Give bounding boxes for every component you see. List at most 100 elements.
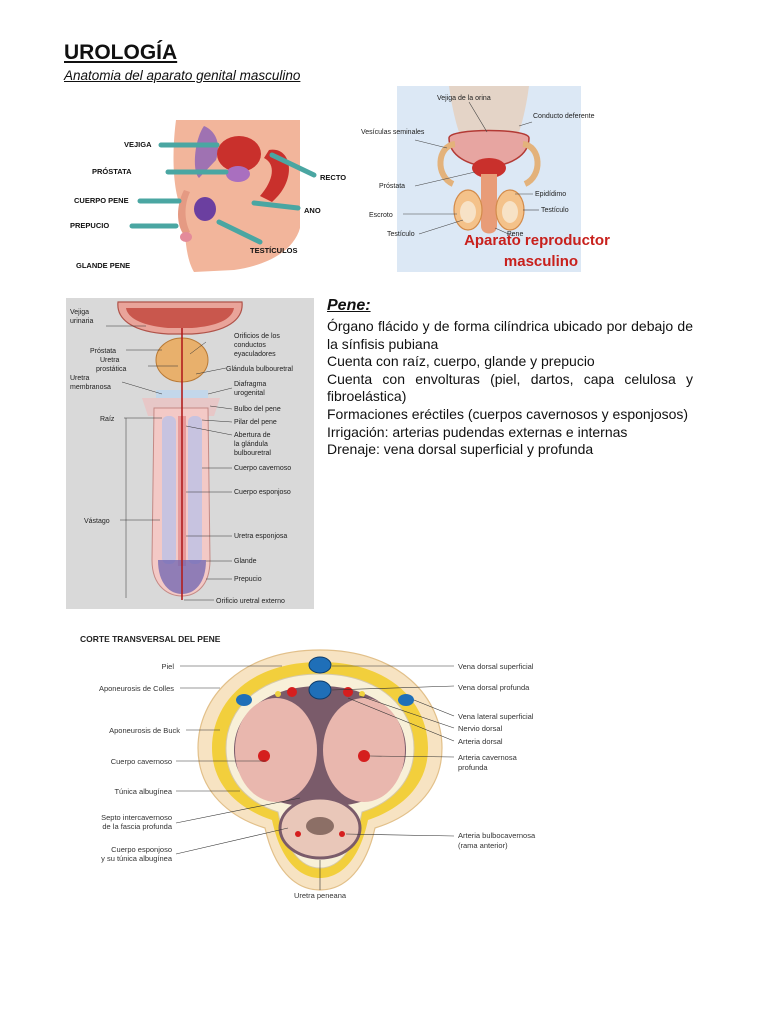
pene-line-6: Drenaje: vena dorsal superficial y profu…: [327, 441, 594, 458]
label-uretra-membranosa: Uretra membranosa: [70, 375, 111, 391]
frontal-anatomy-figure: Vejiga de la orina Conducto deferente Ve…: [357, 86, 621, 272]
label-uretra-line: Uretra: [100, 357, 120, 364]
penis-longitudinal-figure: Vejiga urinaria Próstata Uretra prostática…: [66, 298, 314, 609]
dorsal-artery-right: [343, 687, 353, 697]
label-piel: Piel: [161, 662, 174, 671]
caption-line2: masculino: [504, 253, 578, 270]
label-prostatica-line: prostática: [96, 366, 126, 373]
pene-line-2: Cuenta con raíz, cuerpo, glande y prepuc…: [327, 353, 595, 370]
corpus-cavernosum-left: [162, 416, 176, 564]
testis-left: [460, 201, 476, 223]
label-testiculos: TESTÍCULOS: [250, 246, 298, 255]
label-cuerpo-cavernoso: Cuerpo cavernoso: [111, 757, 172, 766]
label-tunica-albuginea: Túnica albugínea: [114, 787, 172, 796]
label-epididimo: Epidídimo: [535, 191, 566, 198]
label-prostata: Próstata: [90, 348, 116, 355]
label-membranosa-line: membranosa: [70, 384, 111, 391]
label-orificio-uretral: Orificio uretral externo: [216, 598, 285, 605]
bulbo-artery-right: [339, 831, 345, 837]
lateral-vein-right: [398, 694, 414, 706]
testis-right: [502, 201, 518, 223]
label-arteria-dorsal: Arteria dorsal: [458, 737, 503, 746]
superficial-dorsal-vein: [308, 656, 332, 674]
rectum-shape: [260, 149, 290, 202]
label-vastago: Vástago: [84, 518, 110, 525]
label-urinaria-line: urinaria: [70, 318, 93, 325]
label-ano: ANO: [304, 206, 321, 215]
label-fascia-profunda: de la fascia profunda: [102, 822, 172, 831]
label-vena-dorsal-superficial: Vena dorsal superficial: [458, 662, 534, 671]
testis-shape: [194, 197, 216, 221]
page-subtitle: Anatomia del aparato genital masculino: [64, 68, 301, 83]
label-aponeurosis-buck: Aponeurosis de Buck: [109, 726, 180, 735]
penis-shape: [481, 174, 497, 234]
label-vejiga-urinaria: Vejiga urinaria: [70, 309, 93, 325]
label-uretra2-line: Uretra: [70, 375, 90, 382]
label-recto: RECTO: [320, 173, 346, 182]
label-glande-pene: GLANDE PENE: [76, 261, 130, 270]
cross-section-figure: CORTE TRANSVERSAL DEL PENE: [70, 628, 570, 906]
label-orificios-line3: eyaculadores: [234, 351, 276, 358]
duct-shape: [194, 126, 219, 178]
bladder-shape: [217, 136, 261, 172]
label-profunda: profunda: [458, 763, 488, 772]
label-glandula-bulbouretral: Glándula bulbouretral: [226, 366, 293, 373]
pene-line-3: Cuenta con envolturas (piel, dartos, cap…: [327, 370, 693, 405]
label-cuerpo-esponjoso: Cuerpo esponjoso: [111, 845, 172, 854]
label-uretra-peneana: Uretra peneana: [294, 891, 347, 900]
pene-heading: Pene:: [327, 297, 371, 314]
label-testiculo-right: Testículo: [541, 207, 569, 214]
sagittal-anatomy-figure: VEJIGA PRÓSTATA CUERPO PENE PREPUCIO GLA…: [64, 120, 350, 272]
pene-line-5: Irrigación: arterias pudendas externas e…: [327, 423, 628, 440]
label-orificios-line2: conductos: [234, 342, 266, 349]
label-testiculo-left: Testículo: [387, 231, 415, 238]
label-raiz: Raíz: [100, 416, 115, 423]
label-abertura-line2: la glándula: [234, 441, 268, 448]
dorsal-nerve-right: [359, 691, 365, 697]
seminal-vesicle-left: [437, 141, 456, 187]
dorsal-artery-left: [287, 687, 297, 697]
label-prostata: Próstata: [379, 183, 405, 190]
label-prepucio: Prepucio: [234, 576, 262, 583]
label-urogenital-line: urogenital: [234, 390, 265, 397]
label-vejiga: VEJIGA: [124, 140, 152, 149]
label-vena-dorsal-profunda: Vena dorsal profunda: [458, 683, 530, 692]
label-prostata: PRÓSTATA: [92, 167, 132, 176]
dorsal-nerve-left: [275, 691, 281, 697]
cavernous-body-left: [235, 698, 317, 802]
bladder-shape: [448, 129, 530, 167]
label-diafragma-urogenital: Diafragma urogenital: [234, 381, 266, 397]
lateral-vein-left: [236, 694, 252, 706]
label-rama-anterior: (rama anterior): [458, 841, 508, 850]
prostate-shape: [226, 166, 250, 182]
label-arteria-bulbocavernosa: Arteria bulbocavernosa: [458, 831, 536, 840]
bladder-wall: [126, 308, 234, 328]
caption-line1: Aparato reproductor: [464, 232, 610, 249]
deep-artery-left: [258, 750, 270, 762]
label-diafragma-line: Diafragma: [234, 381, 266, 388]
deep-artery-right: [358, 750, 370, 762]
label-vesiculas-seminales: Vesículas seminales: [361, 129, 425, 136]
label-arteria-cavernosa: Arteria cavernosa: [458, 753, 518, 762]
prostate-shape: [472, 158, 506, 178]
label-vejiga-orina: Vejiga de la orina: [437, 95, 491, 102]
label-cuerpo-esponjoso: Cuerpo esponjoso: [234, 489, 291, 496]
label-abertura-line1: Abertura de: [234, 432, 271, 439]
label-bulbo-pene: Bulbo del pene: [234, 406, 281, 413]
label-cuerpo-cavernoso: Cuerpo cavernoso: [234, 465, 291, 472]
label-uretra-esponjosa: Uretra esponjosa: [234, 533, 287, 540]
label-aponeurosis-colles: Aponeurosis de Colles: [99, 684, 174, 693]
label-vejiga-line: Vejiga: [70, 309, 89, 316]
label-prepucio: PREPUCIO: [70, 221, 109, 230]
corpus-cavernosum-right: [188, 416, 202, 564]
pene-line-4: Formaciones eréctiles (cuerpos cavernoso…: [327, 405, 689, 422]
label-nervio-dorsal: Nervio dorsal: [458, 724, 503, 733]
label-septo-intercavernoso: Septo intercavernoso: [101, 813, 172, 822]
label-pilar-pene: Pilar del pene: [234, 419, 277, 426]
arrows: [129, 142, 317, 245]
page-title: UROLOGÍA: [64, 41, 178, 64]
pene-line-1: Órgano flácido y de forma cilíndrica ubi…: [327, 318, 693, 352]
seminal-vesicle-right: [522, 141, 541, 187]
